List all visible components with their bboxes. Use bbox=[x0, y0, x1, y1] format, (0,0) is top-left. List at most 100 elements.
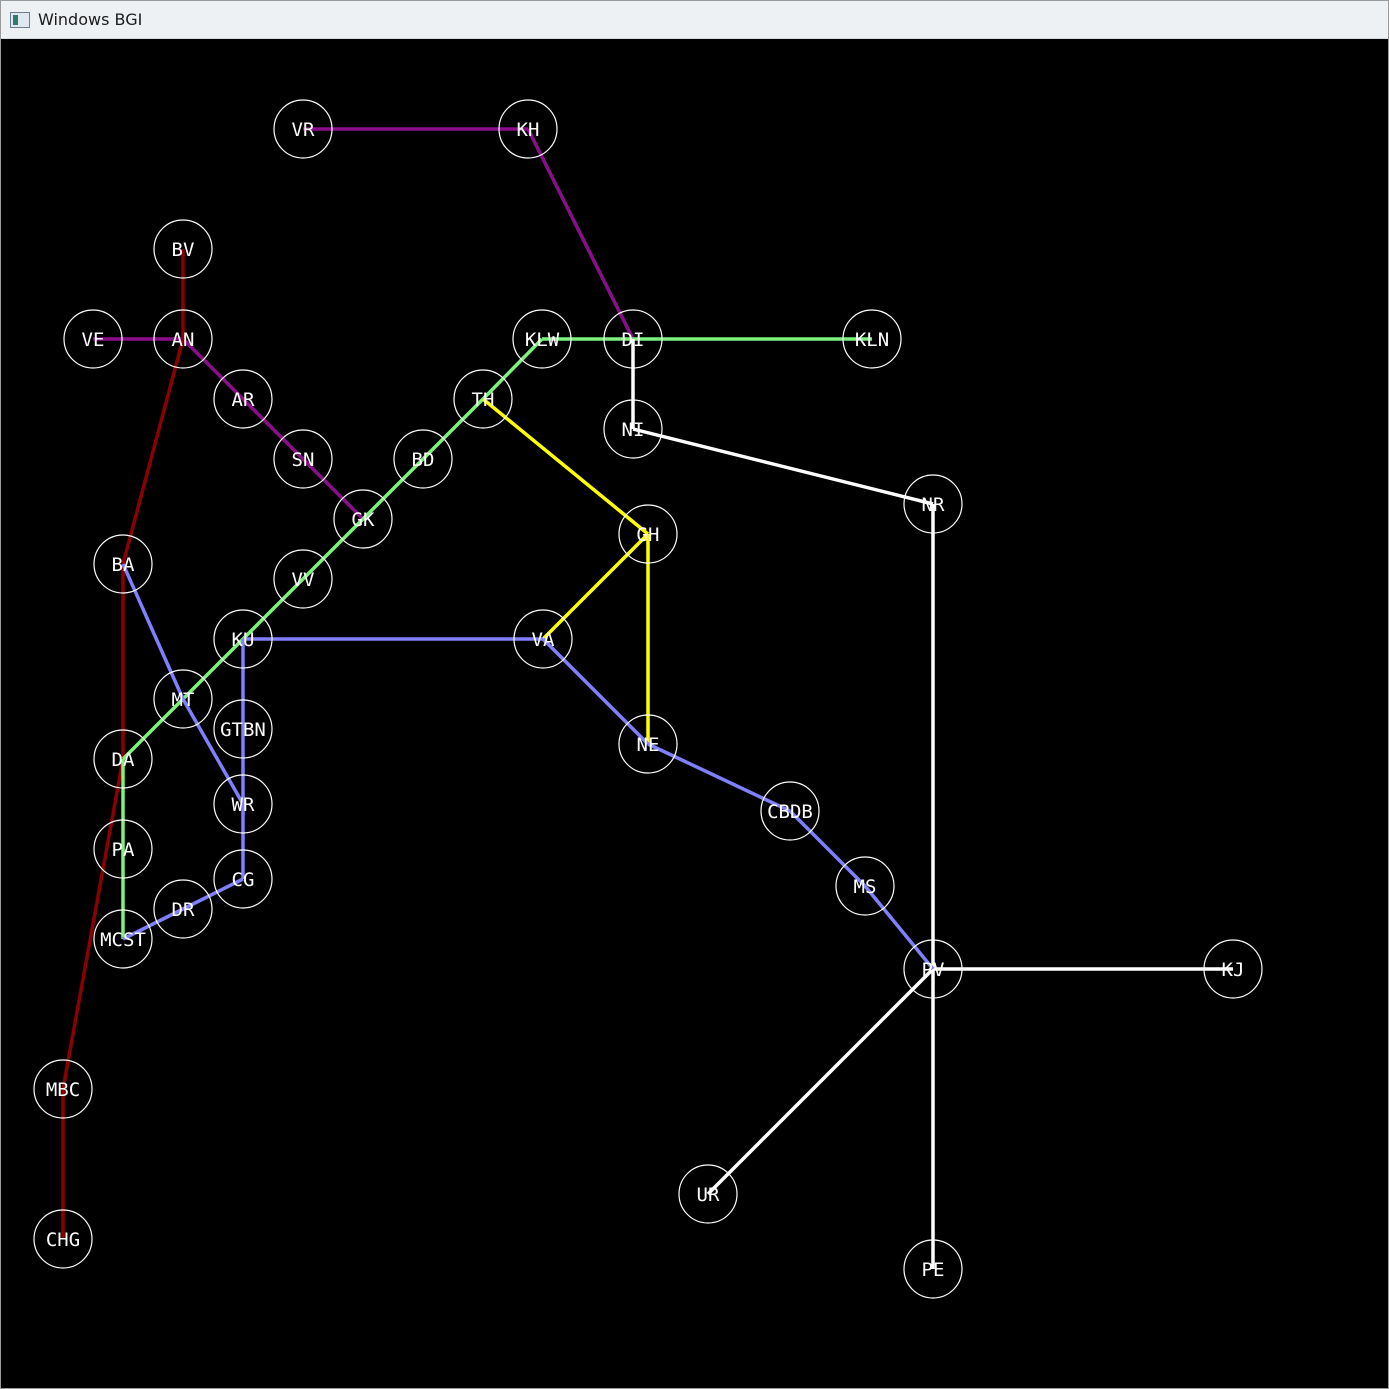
node-circle bbox=[213, 699, 273, 759]
node-bv: BV bbox=[153, 219, 213, 279]
node-mbc: MBC bbox=[33, 1059, 93, 1119]
node-dr: DR bbox=[153, 879, 213, 939]
node-label: CHG bbox=[46, 1229, 80, 1251]
node-label: KU bbox=[232, 629, 255, 651]
edge-an-ar bbox=[181, 337, 245, 401]
node-vv: VV bbox=[273, 549, 333, 609]
node-label: GK bbox=[352, 509, 375, 531]
window-title: Windows BGI bbox=[38, 10, 143, 29]
edge-ms-pv bbox=[863, 884, 935, 971]
node-label: DA bbox=[112, 749, 135, 771]
node-circle bbox=[153, 879, 213, 939]
edges-layer bbox=[61, 127, 1233, 1269]
edge-vv-ku bbox=[241, 577, 305, 641]
edge-sn-gk bbox=[301, 457, 365, 521]
title-bar[interactable]: Windows BGI bbox=[1, 1, 1388, 39]
app-icon[interactable] bbox=[10, 11, 30, 28]
node-label: BA bbox=[112, 554, 135, 576]
node-circle bbox=[760, 781, 820, 841]
node-label: BV bbox=[172, 239, 195, 261]
node-label: KH bbox=[517, 119, 540, 141]
node-gk: GK bbox=[333, 489, 393, 549]
node-circle bbox=[93, 819, 153, 879]
node-circle bbox=[618, 714, 678, 774]
node-circle bbox=[1203, 939, 1263, 999]
node-pv: PV bbox=[903, 939, 963, 999]
node-label: VA bbox=[532, 629, 555, 651]
node-circle bbox=[678, 1164, 738, 1224]
node-klw: KLW bbox=[512, 309, 572, 369]
node-chg: CHG bbox=[33, 1209, 93, 1269]
node-label: SN bbox=[292, 449, 315, 471]
node-label: PV bbox=[922, 959, 945, 981]
node-ni: NI bbox=[603, 399, 663, 459]
edge-ba-mt bbox=[121, 563, 185, 700]
node-label: AR bbox=[232, 389, 255, 411]
node-circle bbox=[93, 729, 153, 789]
node-label: KLW bbox=[525, 329, 560, 351]
edge-an-ba bbox=[121, 338, 185, 565]
node-circle bbox=[273, 99, 333, 159]
node-label: VE bbox=[82, 329, 105, 351]
node-circle bbox=[33, 1209, 93, 1269]
node-circle bbox=[153, 309, 213, 369]
node-label: MT bbox=[172, 689, 195, 711]
node-label: KLN bbox=[855, 329, 889, 351]
node-label: VV bbox=[292, 569, 315, 591]
node-circle bbox=[498, 99, 558, 159]
node-gtbn: GTBN bbox=[213, 699, 273, 759]
node-gh: GH bbox=[618, 504, 678, 564]
node-circle bbox=[512, 309, 572, 369]
node-th: TH bbox=[453, 369, 513, 429]
node-circle bbox=[153, 669, 213, 729]
node-kj: KJ bbox=[1203, 939, 1263, 999]
node-label: TH bbox=[472, 389, 495, 411]
node-label: DR bbox=[172, 899, 195, 921]
node-circle bbox=[273, 429, 333, 489]
edge-pv-ur bbox=[706, 967, 935, 1196]
edge-ni-nr bbox=[632, 427, 934, 506]
node-mt: MT bbox=[153, 669, 213, 729]
node-label: KJ bbox=[1222, 959, 1245, 981]
edge-th-gh bbox=[481, 397, 650, 536]
node-kh: KH bbox=[498, 99, 558, 159]
edge-da-mbc bbox=[61, 758, 125, 1090]
node-circle bbox=[842, 309, 902, 369]
node-label: CBDB bbox=[767, 801, 813, 823]
node-circle bbox=[63, 309, 123, 369]
node-ur: UR bbox=[678, 1164, 738, 1224]
node-label: MS bbox=[854, 876, 877, 898]
edge-mt-da bbox=[121, 697, 185, 761]
node-sn: SN bbox=[273, 429, 333, 489]
node-wr: WR bbox=[213, 774, 273, 834]
node-circle bbox=[903, 939, 963, 999]
node-circle bbox=[513, 609, 573, 669]
edge-th-bd bbox=[421, 397, 485, 461]
edge-gh-va bbox=[541, 532, 650, 641]
node-nr: NR bbox=[903, 474, 963, 534]
node-circle bbox=[213, 369, 273, 429]
node-kln: KLN bbox=[842, 309, 902, 369]
node-circle bbox=[33, 1059, 93, 1119]
edge-cg-dr bbox=[182, 877, 244, 911]
node-circle bbox=[213, 849, 273, 909]
node-cg: CG bbox=[213, 849, 273, 909]
node-label: NR bbox=[922, 494, 945, 516]
node-ba: BA bbox=[93, 534, 153, 594]
node-circle bbox=[93, 534, 153, 594]
node-ar: AR bbox=[213, 369, 273, 429]
edge-ku-mt bbox=[181, 637, 245, 701]
edge-bd-gk bbox=[361, 457, 425, 521]
node-an: AN bbox=[153, 309, 213, 369]
node-circle bbox=[393, 429, 453, 489]
node-va: VA bbox=[513, 609, 573, 669]
edge-dr-mcst bbox=[122, 907, 184, 941]
node-circle bbox=[835, 856, 895, 916]
node-pe: PE bbox=[903, 1239, 963, 1299]
node-circle bbox=[903, 474, 963, 534]
edge-mt-wr bbox=[181, 698, 245, 805]
node-label: DI bbox=[622, 329, 645, 351]
